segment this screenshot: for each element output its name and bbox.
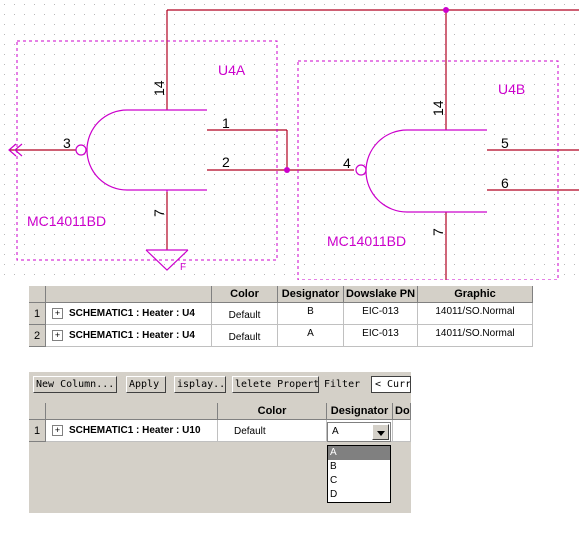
designator-select-value: A: [332, 426, 339, 437]
pin-number: 3: [63, 135, 71, 151]
row-number[interactable]: 1: [29, 303, 46, 325]
schematic-grid: [0, 0, 579, 280]
cell-color[interactable]: Default: [212, 303, 278, 325]
row-name: SCHEMATIC1 : Heater : U4: [69, 330, 195, 341]
pin-number: 4: [343, 155, 351, 171]
new-column-button[interactable]: New Column...: [33, 376, 117, 393]
row-name: SCHEMATIC1 : Heater : U10: [69, 425, 201, 436]
property-grid: Color Designator Dowslake PN Graphic 1 +…: [29, 286, 533, 348]
filter-select[interactable]: < Curr: [371, 376, 411, 393]
schematic-canvas[interactable]: U4A MC14011BD 14 1 2 3 7 F U4B MC14011BD…: [0, 0, 579, 280]
property-editor-panel: New Column... Apply isplay.. lelete Prop…: [29, 372, 411, 513]
pin-number: 14: [151, 80, 167, 96]
part-number-label: MC14011BD: [327, 233, 406, 249]
part-number-label: MC14011BD: [27, 213, 106, 229]
column-header-partial[interactable]: Do: [393, 403, 411, 420]
grid-name-header: [46, 286, 212, 303]
row-name: SCHEMATIC1 : Heater : U4: [69, 308, 195, 319]
cell-graphic[interactable]: 14011/SO.Normal: [418, 325, 533, 347]
ground-symbol: F: [145, 249, 189, 273]
dropdown-option-b[interactable]: B: [330, 461, 337, 472]
column-header-designator[interactable]: Designator: [278, 286, 344, 303]
expand-icon[interactable]: +: [52, 329, 63, 341]
pin-number: 14: [430, 100, 446, 116]
cell-pn[interactable]: EIC-013: [344, 303, 418, 325]
cell-pn[interactable]: EIC-013: [344, 325, 418, 347]
cell-designator[interactable]: A: [278, 325, 344, 347]
junction-dot: [284, 167, 290, 173]
row-number[interactable]: 2: [29, 325, 46, 347]
column-header-pn[interactable]: Dowslake PN: [344, 286, 418, 303]
part-boundary: [297, 60, 559, 280]
grid-corner: [29, 286, 46, 303]
cell-color[interactable]: Default: [212, 325, 278, 347]
cell-graphic[interactable]: 14011/SO.Normal: [418, 303, 533, 325]
table-row[interactable]: + SCHEMATIC1 : Heater : U10: [46, 420, 218, 442]
part-boundary: [16, 40, 278, 261]
junction-dot: [443, 7, 449, 13]
cell-color[interactable]: Default: [218, 420, 327, 442]
ground-label: F: [180, 262, 186, 273]
inversion-bubble: [355, 164, 367, 176]
dropdown-option-a[interactable]: A: [328, 446, 390, 460]
column-header-color[interactable]: Color: [218, 403, 327, 420]
pin-number: 1: [222, 115, 230, 131]
pin-number: 7: [151, 209, 167, 217]
grid-corner: [29, 403, 46, 420]
row-number[interactable]: 1: [29, 420, 46, 442]
dropdown-option-c[interactable]: C: [330, 475, 338, 486]
nand-gate-body: [86, 109, 207, 191]
designator-dropdown-list[interactable]: A B C D: [327, 445, 391, 503]
column-header-color[interactable]: Color: [212, 286, 278, 303]
pin-number: 7: [430, 228, 446, 236]
dropdown-option-d[interactable]: D: [330, 489, 338, 500]
delete-property-button[interactable]: lelete Property: [232, 376, 319, 393]
gate-ref-label: U4B: [498, 81, 525, 97]
filter-label: Filter: [324, 379, 361, 390]
display-button[interactable]: isplay..: [174, 376, 226, 393]
chevron-down-icon[interactable]: [372, 424, 389, 440]
column-header-designator[interactable]: Designator: [327, 403, 393, 420]
cell-partial[interactable]: [393, 420, 411, 442]
expand-icon[interactable]: +: [52, 307, 63, 319]
gate-u4a[interactable]: U4A MC14011BD 14 1 2 3 7: [16, 40, 278, 261]
table-row[interactable]: + SCHEMATIC1 : Heater : U4: [46, 303, 212, 325]
pin-number: 6: [501, 175, 509, 191]
grid-name-header: [46, 403, 218, 420]
cell-designator[interactable]: B: [278, 303, 344, 325]
column-header-graphic[interactable]: Graphic: [418, 286, 533, 303]
pin-number: 2: [222, 154, 230, 170]
offpage-connector-icon: [8, 143, 23, 157]
designator-select[interactable]: A: [327, 422, 391, 442]
gate-ref-label: U4A: [218, 62, 246, 78]
gate-u4b[interactable]: U4B MC14011BD 14 5 6 4 7: [297, 60, 559, 280]
wires: [10, 9, 579, 280]
pin-number: 5: [501, 135, 509, 151]
table-row[interactable]: + SCHEMATIC1 : Heater : U4: [46, 325, 212, 347]
apply-button[interactable]: Apply: [126, 376, 166, 393]
inversion-bubble: [75, 144, 87, 156]
expand-icon[interactable]: +: [52, 424, 63, 436]
